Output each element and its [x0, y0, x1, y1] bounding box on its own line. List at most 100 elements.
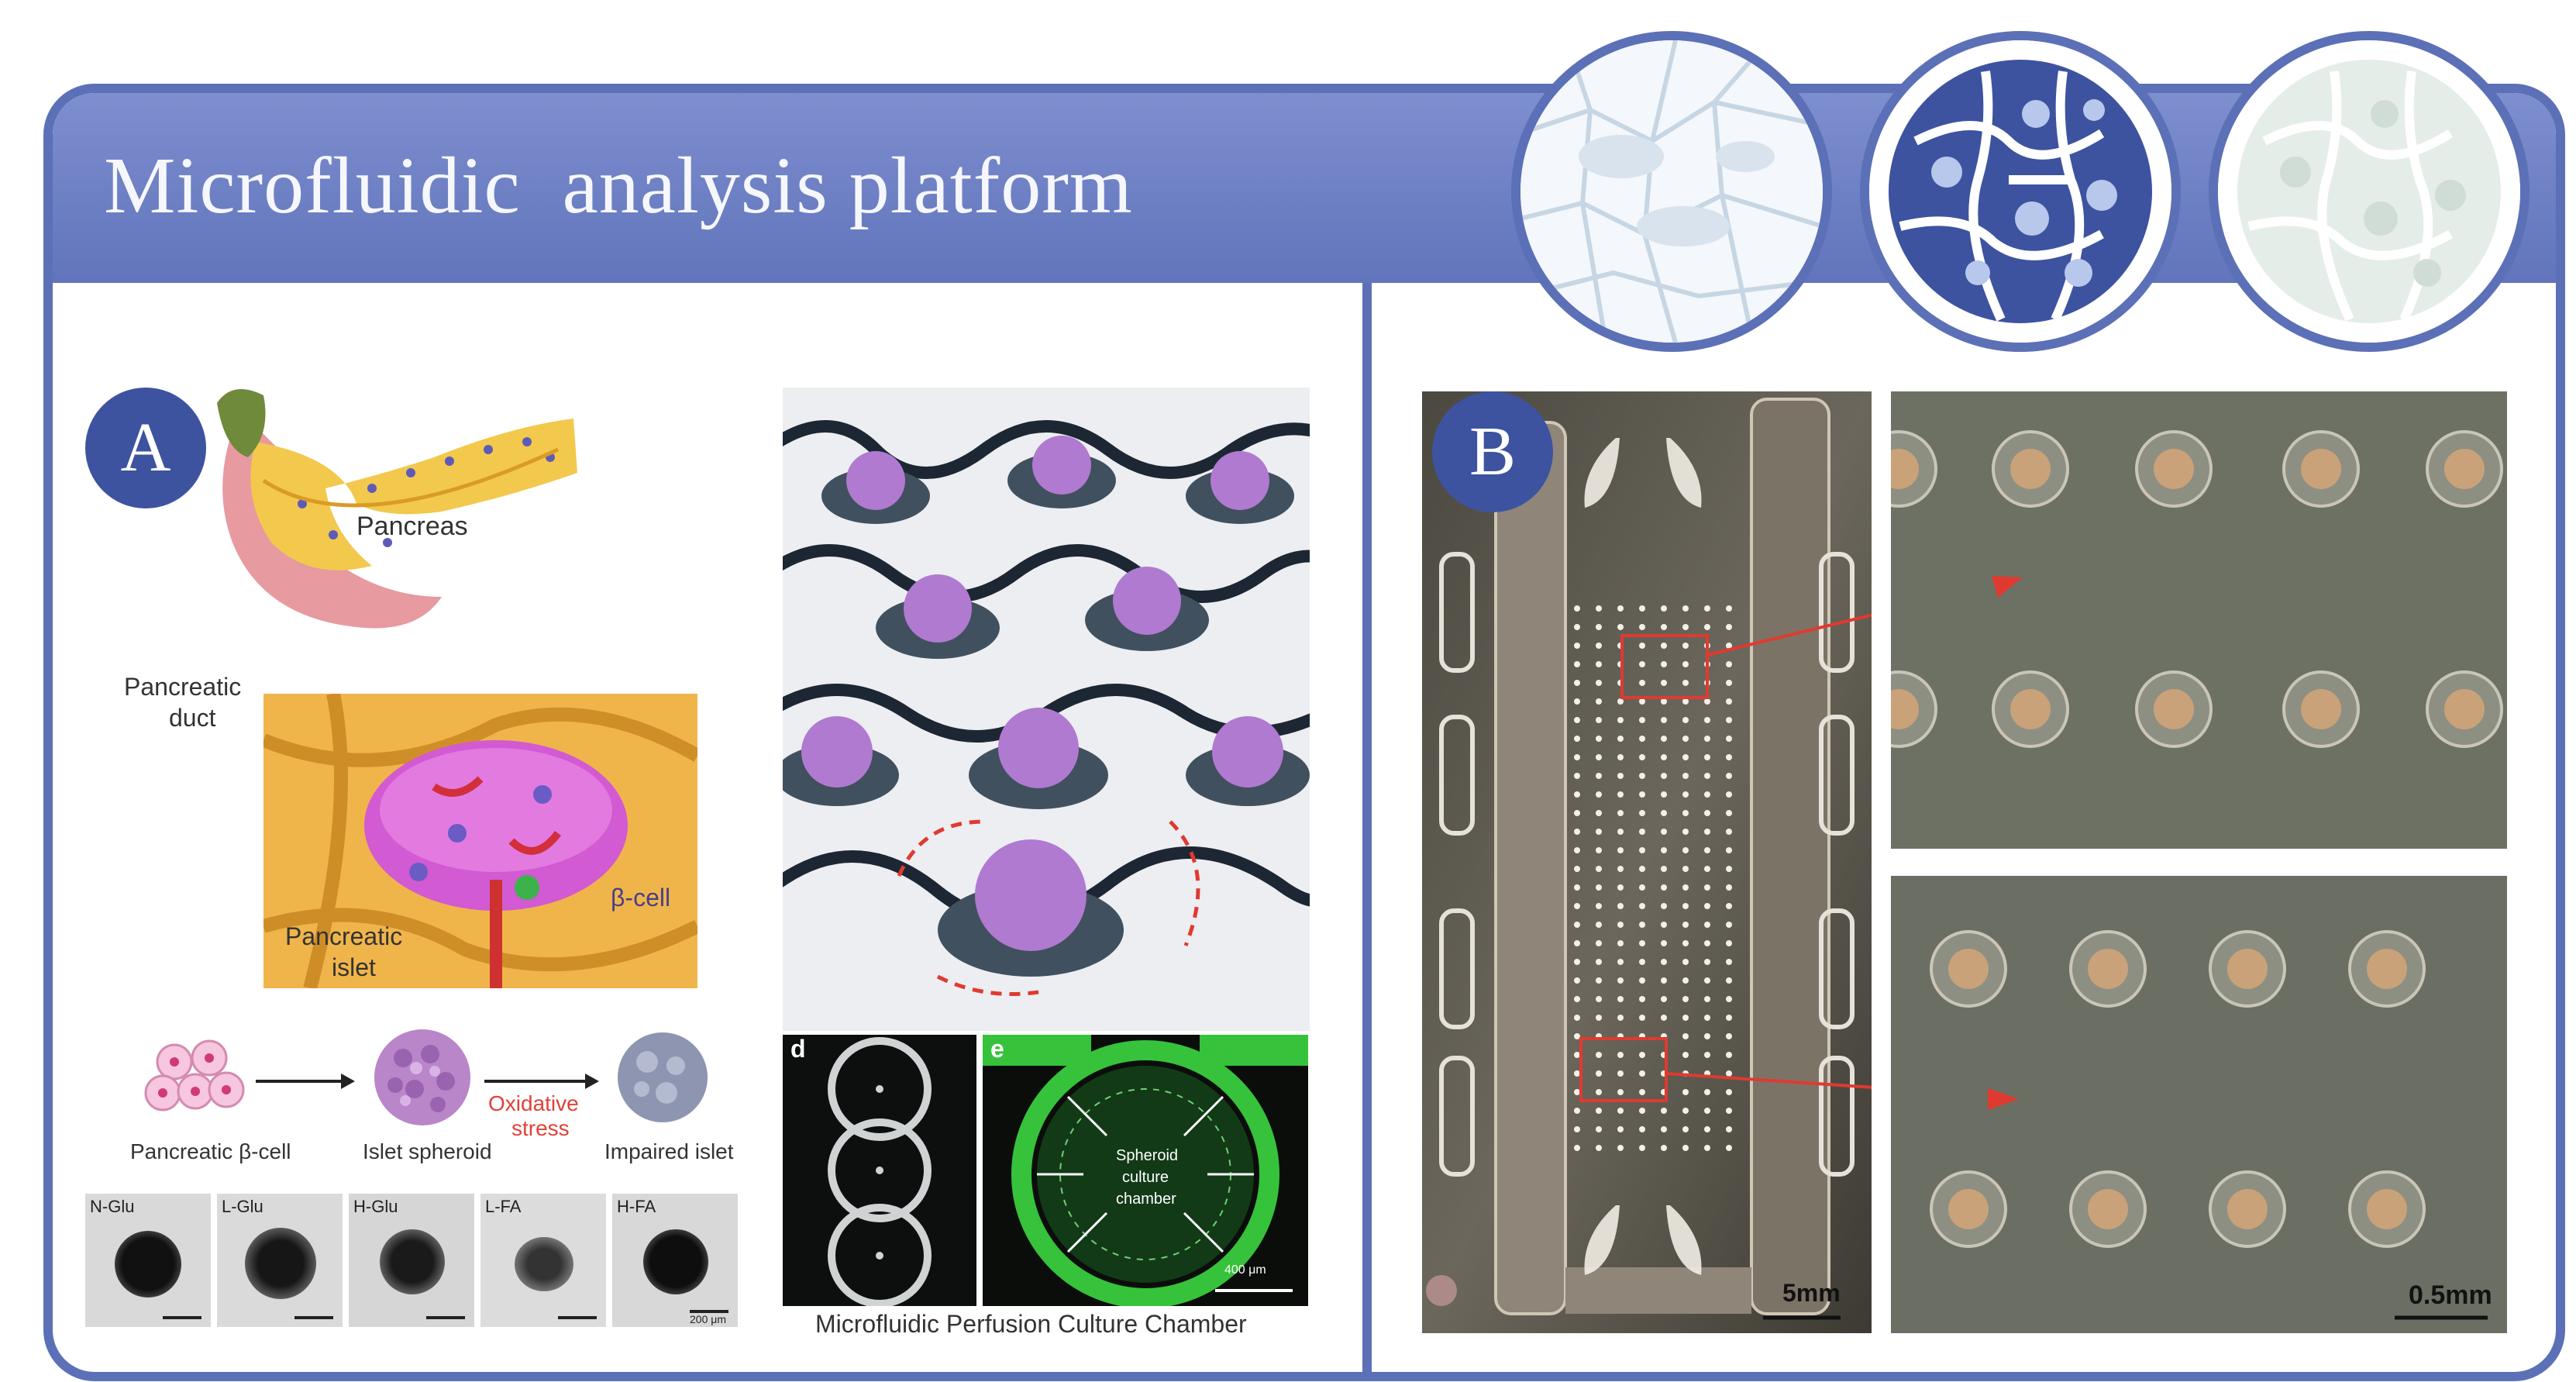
spheroid	[1891, 449, 1919, 489]
spheroid	[2367, 1189, 2407, 1229]
chip-well	[1596, 1145, 1602, 1151]
chamber-micrograph-e	[983, 1035, 1308, 1306]
chip-well	[1617, 605, 1624, 612]
chip-well	[1617, 884, 1624, 891]
chip-well	[1596, 1070, 1602, 1077]
chip-well	[1617, 829, 1624, 835]
chip-well	[1596, 996, 1602, 1002]
chip-well	[1682, 922, 1689, 928]
zoom-scale-label: 0.5mm	[2409, 1280, 2492, 1310]
chip-well	[1661, 959, 1667, 965]
chip-well	[1639, 829, 1645, 835]
chip-well	[1726, 884, 1732, 891]
chip-well	[1574, 810, 1580, 816]
chip-well	[1682, 736, 1689, 742]
duct-label-line1: Pancreatic	[124, 673, 242, 701]
chip-well	[1704, 1089, 1710, 1095]
chip-well	[1682, 940, 1689, 946]
chip-well	[1596, 736, 1602, 742]
chip-well	[1596, 605, 1602, 612]
chip-well	[1704, 1126, 1710, 1132]
chip-well	[1639, 680, 1645, 686]
chip-well	[1574, 791, 1580, 798]
chip-well	[1574, 624, 1580, 630]
chip-well	[1574, 736, 1580, 742]
chip-well	[1574, 661, 1580, 667]
chip-well	[1661, 829, 1667, 835]
chip-well	[1726, 717, 1732, 723]
chip-well	[1661, 698, 1667, 705]
scale-bar	[163, 1316, 201, 1319]
chip-well	[1682, 847, 1689, 853]
chip-well	[1639, 698, 1645, 705]
micrograph-label: H-FA	[617, 1197, 656, 1216]
chip-well	[1639, 717, 1645, 723]
chip-well	[1596, 791, 1602, 798]
chip-well	[1596, 1052, 1602, 1058]
chip-well	[1661, 940, 1667, 946]
chip-well	[1574, 605, 1580, 612]
chip-well	[1596, 1015, 1602, 1021]
chip-well	[1617, 624, 1624, 630]
chip-well	[1682, 977, 1689, 984]
chip-well	[1726, 605, 1732, 612]
chamber-micrograph-d	[783, 1035, 976, 1306]
chip-well	[1704, 773, 1710, 779]
chip-well	[1574, 903, 1580, 909]
pancreas-label: Pancreas	[356, 512, 468, 541]
chip-well	[1704, 1015, 1710, 1021]
spheroid	[2301, 449, 2341, 489]
chip-well	[1682, 959, 1689, 965]
beta-cell-cluster-icon	[144, 1039, 245, 1111]
chip-well	[1617, 1070, 1624, 1077]
chip-well	[1661, 773, 1667, 779]
figure-title: Microfluidic analysis platform	[104, 141, 1133, 230]
pathway-step1: Pancreatic β-cell	[130, 1139, 291, 1163]
chip-well	[1574, 1070, 1580, 1077]
chamber-center-line2: culture	[1122, 1169, 1169, 1186]
chip-well	[1639, 1089, 1645, 1095]
spheroid	[2010, 689, 2051, 729]
chamber-center-line1: Spheroid	[1116, 1147, 1179, 1164]
scale-label: 200 μm	[690, 1313, 726, 1325]
chip-well	[1661, 643, 1667, 649]
chip-well	[1726, 1052, 1732, 1058]
chip-well	[1661, 810, 1667, 816]
sub-label-d: d	[790, 1035, 806, 1063]
chip-well	[1639, 736, 1645, 742]
chip-well	[1661, 1126, 1667, 1132]
chip-well	[1704, 903, 1710, 909]
chip-well	[1726, 1015, 1732, 1021]
chip-well	[1596, 717, 1602, 723]
micrograph-label: L-FA	[485, 1197, 522, 1216]
spheroid	[2154, 689, 2194, 729]
pancreas-illustration	[217, 389, 577, 629]
chip-well	[1596, 959, 1602, 965]
chip-well	[1639, 884, 1645, 891]
chip-well	[1617, 736, 1624, 742]
chip-well	[1596, 643, 1602, 649]
chip-well	[1704, 884, 1710, 891]
chip-well	[1617, 791, 1624, 798]
chip-well	[1704, 717, 1710, 723]
spheroid	[2367, 949, 2407, 989]
chip-well	[1617, 940, 1624, 946]
chip-well	[1574, 698, 1580, 705]
scale-bar	[558, 1316, 597, 1319]
micrograph: L-Glu	[217, 1194, 343, 1327]
spheroid	[2227, 1189, 2268, 1229]
stress-label-line1: Oxidative	[488, 1091, 579, 1115]
chip-well	[1661, 791, 1667, 798]
chip-well	[1596, 773, 1602, 779]
chip-well	[1596, 1126, 1602, 1132]
chip-well	[1574, 1108, 1580, 1114]
chip-well	[1682, 1126, 1689, 1132]
chip-well	[1726, 959, 1732, 965]
chip-well	[1682, 829, 1689, 835]
arrow-right-icon	[256, 1074, 355, 1089]
islet-spheroid-icon	[374, 1029, 470, 1125]
stress-label-line2: stress	[511, 1116, 570, 1140]
chip-well	[1704, 1052, 1710, 1058]
chip-well	[1682, 1052, 1689, 1058]
chip-well	[1574, 1052, 1580, 1058]
